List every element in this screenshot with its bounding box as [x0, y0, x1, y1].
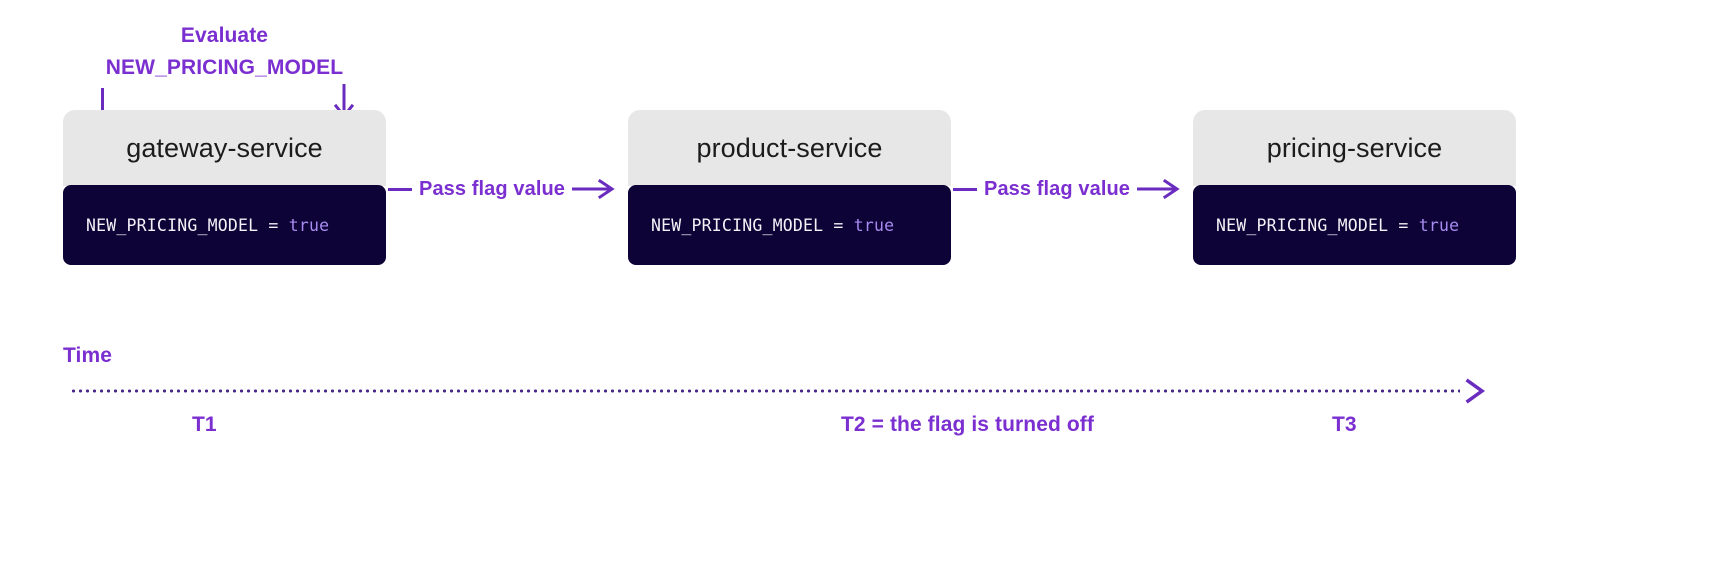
service-code-block-product-service: NEW_PRICING_MODEL = true	[628, 185, 951, 265]
arrow-right-icon	[572, 179, 615, 199]
connector-line-segment	[388, 187, 412, 191]
code-key: NEW_PRICING_MODEL =	[86, 215, 289, 235]
service-code-block-pricing-service: NEW_PRICING_MODEL = true	[1193, 185, 1516, 265]
service-name-pricing-service: pricing-service	[1193, 110, 1516, 186]
evaluate-annotation-text: Evaluate NEW_PRICING_MODEL	[63, 20, 386, 84]
service-card-pricing-service: pricing-service NEW_PRICING_MODEL = true	[1193, 110, 1516, 266]
connector-line-segment	[953, 187, 977, 191]
connector-label-2: Pass flag value	[984, 177, 1131, 200]
code-value: true	[288, 215, 330, 235]
evaluate-annotation-left-stem	[101, 88, 104, 115]
service-card-gateway-service: gateway-service NEW_PRICING_MODEL = true	[63, 110, 386, 266]
code-line-gateway-service: NEW_PRICING_MODEL = true	[86, 216, 329, 235]
evaluate-annotation: Evaluate NEW_PRICING_MODEL	[63, 20, 386, 118]
timeline-tick-t2: T2 = the flag is turned off	[841, 413, 1094, 436]
evaluate-annotation-line1: Evaluate	[180, 24, 269, 47]
code-value: true	[1418, 215, 1460, 235]
service-name-product-service: product-service	[628, 110, 951, 186]
connector-gateway-to-product: Pass flag value	[388, 172, 616, 206]
timeline-arrow-right-icon	[1465, 378, 1486, 404]
code-value: true	[853, 215, 895, 235]
timeline-dotted-axis	[70, 389, 1460, 393]
code-line-pricing-service: NEW_PRICING_MODEL = true	[1216, 216, 1459, 235]
evaluate-annotation-line2: NEW_PRICING_MODEL	[105, 55, 344, 79]
service-name-gateway-service: gateway-service	[63, 110, 386, 186]
service-card-product-service: product-service NEW_PRICING_MODEL = true	[628, 110, 951, 266]
service-code-block-gateway-service: NEW_PRICING_MODEL = true	[63, 185, 386, 265]
arrow-right-icon	[1137, 179, 1180, 199]
code-line-product-service: NEW_PRICING_MODEL = true	[651, 216, 894, 235]
code-key: NEW_PRICING_MODEL =	[1216, 215, 1419, 235]
timeline-label: Time	[63, 344, 113, 367]
connector-label-1: Pass flag value	[419, 177, 566, 200]
code-key: NEW_PRICING_MODEL =	[651, 215, 854, 235]
timeline-tick-t1: T1	[192, 413, 217, 436]
timeline-tick-t3: T3	[1332, 413, 1357, 436]
connector-product-to-pricing: Pass flag value	[953, 172, 1181, 206]
